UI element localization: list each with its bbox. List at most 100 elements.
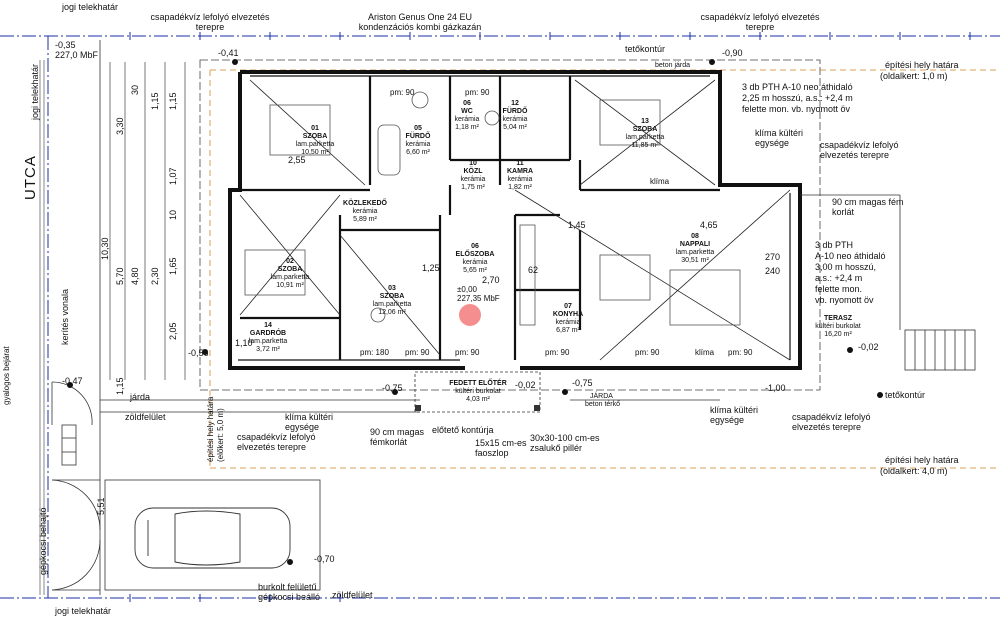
railing-bottom: 90 cm magas fémkorlát bbox=[370, 427, 425, 447]
lintel-note-2b: A-10 neo áthidaló bbox=[815, 251, 886, 261]
gutter-left-b: csapadékvíz lefolyó elvezetés terepre bbox=[237, 432, 316, 452]
roof-outline-right: tetőkontúr bbox=[885, 390, 926, 400]
dim-pm90-d: pm: 90 bbox=[545, 348, 570, 357]
dim-left-11: 1,15 bbox=[150, 92, 160, 110]
beton-terko: beton térkő bbox=[585, 401, 621, 408]
post-label: 15x15 cm-es faoszlop bbox=[475, 438, 527, 458]
dim-pm90-e: pm: 90 bbox=[635, 348, 660, 357]
terrace-level: -0,02 bbox=[858, 342, 879, 352]
klima-tag-2: klíma bbox=[650, 177, 670, 186]
outer-walls bbox=[228, 70, 802, 370]
car-outline bbox=[134, 507, 291, 569]
dim-left-3: 3,30 bbox=[115, 117, 125, 135]
lintel-note-2: 3 db PTH bbox=[815, 240, 854, 250]
lintel-note-2e: felette mon. bbox=[815, 284, 863, 294]
floor-level: ±0,00 bbox=[457, 285, 477, 294]
fence-line-label: kerítés vonala bbox=[60, 288, 70, 345]
pedestrian-gate bbox=[51, 381, 101, 591]
canopy-label: előtető kontúrja bbox=[432, 425, 494, 435]
dim-465: 4,65 bbox=[700, 220, 718, 230]
plot-boundary bbox=[0, 35, 1000, 599]
dim-parking: 5,51 bbox=[96, 497, 106, 515]
level-door: -0,75 bbox=[382, 383, 403, 393]
dim-125: 1,25 bbox=[422, 263, 440, 273]
dim-pm90-c: pm: 90 bbox=[455, 348, 480, 357]
roof-contour bbox=[199, 59, 821, 391]
dim-left-7: 2,05 bbox=[168, 322, 178, 340]
level-corner-left: -0,41 bbox=[218, 48, 239, 58]
dim-left-13: 1,15 bbox=[115, 377, 125, 395]
inner-walls bbox=[240, 76, 720, 360]
lintel-note-1b: 2,25 m hosszú, a.s.: +2,4 m bbox=[742, 93, 853, 103]
level-markers bbox=[67, 59, 883, 565]
boundary-label-top: jogi telekhatár bbox=[62, 2, 119, 12]
utility-meters bbox=[61, 424, 77, 466]
zoldfelulet-label: zöldfelület bbox=[125, 412, 166, 422]
building-line-bottom: építési hely határa bbox=[885, 455, 959, 465]
lintel-note-2f: vb. nyomott öv bbox=[815, 295, 874, 305]
gutter-label-left: csapadékvíz lefolyó elvezetés terepre bbox=[150, 12, 270, 32]
dim-left-10: 30 bbox=[130, 84, 140, 95]
jarda-b: JÁRDA bbox=[590, 393, 613, 400]
dim-240: 240 bbox=[765, 266, 781, 276]
parking-pad bbox=[104, 479, 321, 591]
dimension-lines bbox=[109, 62, 186, 380]
jarda-label: járda bbox=[130, 392, 151, 402]
dim-pm90-b: pm: 90 bbox=[405, 348, 430, 357]
boundary-bottom: jogi telekhatár bbox=[55, 606, 112, 616]
level-top-left-2: 227,0 MbF bbox=[55, 50, 99, 60]
dim-pm90-a: pm: 180 bbox=[360, 348, 389, 357]
street-label: UTCA bbox=[22, 155, 39, 200]
building-line-top-2: (oldalkert: 1,0 m) bbox=[880, 71, 948, 81]
lintel-note-1c: felette mon. vb. nyomott öv bbox=[742, 104, 851, 114]
lintel-note-2c: 3,00 m hosszú, bbox=[815, 262, 877, 272]
level-entry-r: -0,75 bbox=[572, 378, 593, 388]
roof-outline-label: tetőkontúr bbox=[625, 44, 666, 54]
gutter-note-3: csapadékvíz lefolyó elvezetés terepre bbox=[820, 140, 899, 160]
dim-255: 2,55 bbox=[288, 155, 306, 165]
gutter-bottom: csapadékvíz lefolyó elvezetés terepre bbox=[792, 412, 871, 432]
dim-62: 62 bbox=[528, 265, 539, 275]
building-line-bottom-2: (oldalkert: 4,0 m) bbox=[880, 466, 948, 476]
dim-270: 270 bbox=[765, 252, 781, 262]
level-corner-right: -0,90 bbox=[722, 48, 743, 58]
beton-jarda-top: beton járda bbox=[655, 62, 691, 69]
boiler-label: Ariston Genus One 24 EU kondenzációs kom… bbox=[358, 12, 482, 32]
dim-270b: 2,70 bbox=[482, 275, 500, 285]
level-left-house: -0,56 bbox=[188, 348, 209, 358]
dim-left-1: 10,30 bbox=[100, 237, 110, 260]
pillar-label: 30x30-100 cm-es zsalukő pillér bbox=[530, 433, 600, 453]
dim-left-6: 1,65 bbox=[168, 257, 178, 275]
roof-ridge-lines bbox=[239, 79, 791, 361]
entry-canopy bbox=[414, 371, 541, 413]
boundary-label-left: jogi telekhatár bbox=[30, 63, 40, 120]
dim-left-5: 2,30 bbox=[150, 267, 160, 285]
level-top-left: -0,35 bbox=[55, 40, 76, 50]
dim-left-4: 4,80 bbox=[130, 267, 140, 285]
lintel-note-1: 3 db PTH A-10 neo áthidaló bbox=[742, 82, 853, 92]
building-line-left: építési hely határa bbox=[206, 396, 215, 462]
street-curb bbox=[39, 60, 45, 595]
dim-pm180-2: pm: 90 bbox=[465, 88, 490, 97]
walkway bbox=[100, 399, 720, 413]
pedestrian-entry-label: gyalogos bejárat bbox=[2, 346, 11, 405]
terrace-stairs bbox=[800, 194, 976, 371]
lintel-note-2d: a.s.: +2,4 m bbox=[815, 273, 863, 283]
level-entry: -0,02 bbox=[515, 380, 536, 390]
parking-label: burkolt felületű gépkocsi beálló bbox=[258, 582, 321, 602]
